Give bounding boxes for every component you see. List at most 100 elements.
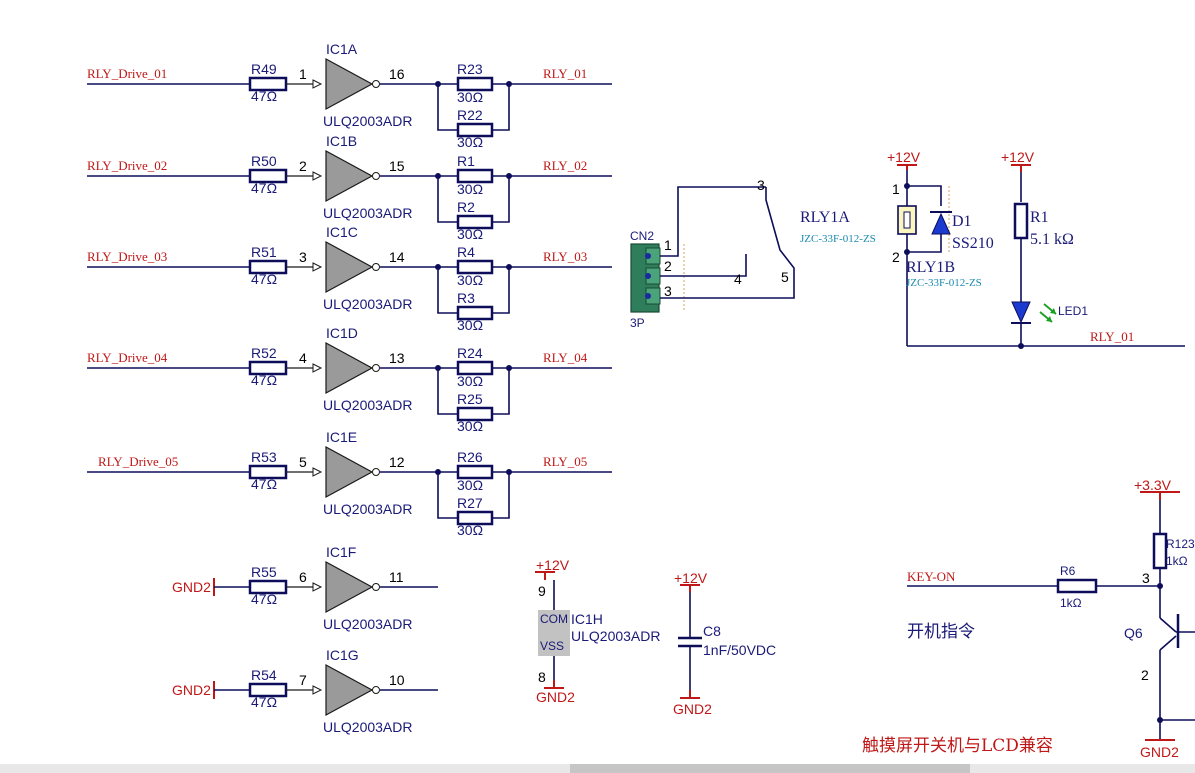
connector-cn2[interactable]: CN2 3P 1 2 3 3 4 5 RLY1A JZC-33F-012-ZS xyxy=(630,177,876,330)
top-resistor-value: 30Ω xyxy=(457,477,483,493)
bottom-resistor-designator: R3 xyxy=(457,290,475,306)
gate-out-pin: 14 xyxy=(389,249,405,265)
ic1h-pin-8: 8 xyxy=(538,669,546,685)
bottom-resistor-designator: R25 xyxy=(457,391,483,407)
wire xyxy=(492,472,510,519)
cn2-pin-1: 1 xyxy=(664,237,672,253)
gate-out-pin: 10 xyxy=(389,672,405,688)
gate-designator: IC1B xyxy=(326,133,357,149)
q6-pin-3: 3 xyxy=(1142,570,1150,586)
inverter-gate xyxy=(325,663,374,717)
input-net-label: RLY_Drive_04 xyxy=(87,350,168,365)
wire xyxy=(492,267,510,314)
ic1h-part: ULQ2003ADR xyxy=(571,628,661,644)
input-resistor-designator: R54 xyxy=(251,667,277,683)
power-12v-led-label: +12V xyxy=(1001,149,1035,165)
gate-part: ULQ2003ADR xyxy=(323,205,413,221)
coil-pin-2: 2 xyxy=(892,249,900,265)
top-resistor-designator: R24 xyxy=(457,345,483,361)
contact-pin-4: 4 xyxy=(734,271,742,287)
inverter-bubble xyxy=(372,686,380,694)
inverter-gate xyxy=(325,341,374,395)
gate-in-pin: 2 xyxy=(299,158,307,174)
gate-part: ULQ2003ADR xyxy=(323,719,413,735)
gate-in-marker xyxy=(312,171,323,181)
net-key-on: KEY-ON xyxy=(907,569,956,584)
input-resistor-designator: R51 xyxy=(251,244,277,260)
gate-in-marker xyxy=(312,262,323,272)
touchscreen-note: 触摸屏开关机与LCD兼容 xyxy=(862,736,1053,756)
top-resistor-value: 30Ω xyxy=(457,89,483,105)
gate-in-pin: 6 xyxy=(299,569,307,585)
input-net-label: RLY_Drive_03 xyxy=(87,249,167,264)
gate-designator: IC1G xyxy=(326,647,359,663)
gate-in-marker xyxy=(312,79,323,89)
gate-part: ULQ2003ADR xyxy=(323,113,413,129)
relay-coil-section[interactable]: +12V 1 2 D1 SS210 RLY1B JZC-33F-012-ZS +… xyxy=(887,149,1185,349)
power-12v-label: +12V xyxy=(887,149,921,165)
input-resistor-value: 47Ω xyxy=(251,694,277,710)
inverter-bubble xyxy=(372,468,380,476)
input-net-label: RLY_Drive_05 xyxy=(98,454,178,469)
gate-designator: IC1F xyxy=(326,544,356,560)
q6-pin-2: 2 xyxy=(1141,667,1149,683)
cn2-type: 3P xyxy=(630,316,645,330)
gate-part: ULQ2003ADR xyxy=(323,616,413,632)
relay-coil-designator: RLY1B xyxy=(906,259,955,276)
input-net-label: RLY_Drive_01 xyxy=(87,66,167,81)
gate-designator: IC1D xyxy=(326,325,358,341)
input-resistor-value: 47Ω xyxy=(251,591,277,607)
c8-value: 1nF/50VDC xyxy=(703,642,776,658)
coil-pin-1: 1 xyxy=(892,181,900,197)
output-net-label: RLY_02 xyxy=(543,158,587,173)
capacitor-c8[interactable]: +12V GND2 C8 1nF/50VDC xyxy=(673,570,776,717)
wire xyxy=(492,176,510,223)
gate-part: ULQ2003ADR xyxy=(323,397,413,413)
input-resistor-designator: R50 xyxy=(251,153,277,169)
gate-in-marker xyxy=(312,685,323,695)
inverter-gate xyxy=(325,57,374,111)
output-net-label: RLY_05 xyxy=(543,454,587,469)
bottom-resistor-value: 30Ω xyxy=(457,522,483,538)
bottom-resistor-designator: R2 xyxy=(457,199,475,215)
gate-in-pin: 1 xyxy=(299,66,307,82)
bottom-resistor-designator: R22 xyxy=(457,107,483,123)
inverter-bubble xyxy=(372,583,380,591)
ic1h-com: COM xyxy=(540,612,568,626)
output-net-label: RLY_01 xyxy=(543,66,587,81)
horizontal-scrollbar[interactable] xyxy=(0,764,1195,773)
cn2-pin-3: 3 xyxy=(664,283,672,299)
wire xyxy=(437,84,458,131)
r1-designator: R1 xyxy=(1030,209,1049,226)
input-resistor-value: 47Ω xyxy=(251,372,277,388)
input-resistor-value: 47Ω xyxy=(251,476,277,492)
ic1h-12v-label: +12V xyxy=(536,557,570,573)
gate-in-pin: 4 xyxy=(299,350,307,366)
c8-12v-label: +12V xyxy=(674,570,708,586)
input-resistor-designator: R53 xyxy=(251,449,277,465)
relay-contact-designator: RLY1A xyxy=(800,209,850,226)
r6-value: 1kΩ xyxy=(1060,596,1082,610)
gate-part: ULQ2003ADR xyxy=(323,501,413,517)
top-resistor-designator: R4 xyxy=(457,244,475,260)
output-net-label: RLY_04 xyxy=(543,350,588,365)
key-on-section[interactable]: KEY-ON R6 1kΩ 3 +3.3V R123 1kΩ Q6 2 GND2… xyxy=(907,477,1195,760)
gnd-label: GND2 xyxy=(172,682,211,698)
diode-designator: D1 xyxy=(952,213,972,230)
wire xyxy=(437,368,458,415)
ic1h-designator: IC1H xyxy=(571,611,603,627)
contact-pin-5: 5 xyxy=(781,269,789,285)
wire xyxy=(492,368,510,415)
scrollbar-thumb[interactable] xyxy=(570,764,970,773)
inverter-gate xyxy=(325,445,374,499)
gate-out-pin: 11 xyxy=(389,569,404,585)
r123-value: 1kΩ xyxy=(1166,554,1188,568)
gate-designator: IC1A xyxy=(326,41,358,57)
gate-in-pin: 7 xyxy=(299,672,307,688)
input-resistor-value: 47Ω xyxy=(251,88,277,104)
gate-designator: IC1C xyxy=(326,224,358,240)
cn2-designator: CN2 xyxy=(630,229,654,243)
ic1h-power-unit[interactable]: +12V 9 COM VSS IC1H ULQ2003ADR 8 GND2 xyxy=(535,557,661,705)
key-gnd-label: GND2 xyxy=(1140,744,1179,760)
c8-designator: C8 xyxy=(703,623,721,639)
